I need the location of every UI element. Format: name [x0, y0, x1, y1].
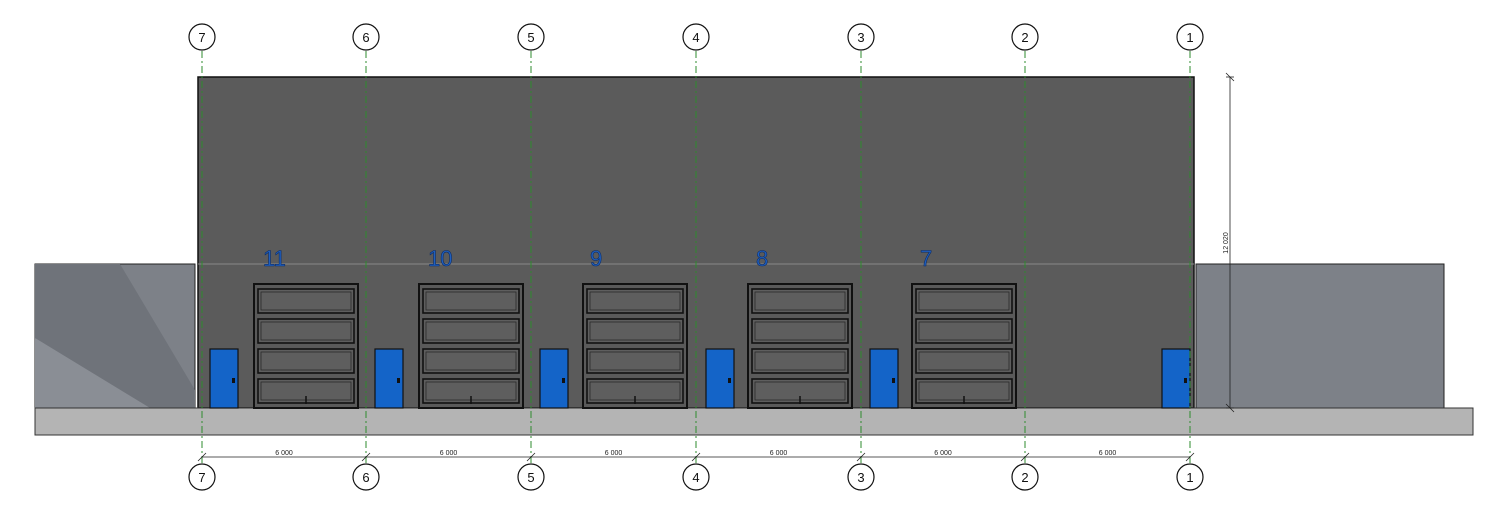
personnel-door	[705, 348, 735, 409]
grid-bubble-label: 7	[198, 30, 205, 45]
personnel-door	[374, 348, 404, 409]
gridline-3: 33	[847, 23, 875, 491]
grid-bubble-bottom-2: 2	[1011, 463, 1039, 491]
grid-bubble-top-7: 7	[188, 23, 216, 51]
grid-bubble-top-5: 5	[517, 23, 545, 51]
gridline-4: 44	[682, 23, 710, 491]
bay-dimension-label: 6 000	[770, 450, 788, 457]
unit-number-10: 10	[428, 246, 452, 271]
grid-bubble-bottom-7: 7	[188, 463, 216, 491]
dimension-tick	[1020, 452, 1030, 462]
gridline-2: 22	[1011, 23, 1039, 491]
overhead-door	[911, 283, 1017, 409]
gridline-7: 77	[188, 23, 216, 491]
grid-bubble-top-4: 4	[682, 23, 710, 51]
bay-dimension-label: 6 000	[275, 450, 293, 457]
personnel-door	[1161, 348, 1191, 409]
grid-bubble-label: 3	[857, 30, 864, 45]
grid-bubble-label: 4	[692, 470, 699, 485]
grid-bubble-bottom-1: 1	[1176, 463, 1204, 491]
grid-bubble-bottom-3: 3	[847, 463, 875, 491]
overhead-doors	[253, 283, 1017, 409]
overhead-door	[747, 283, 853, 409]
bay-dimension-label: 6 000	[605, 450, 623, 457]
overhead-door	[582, 283, 688, 409]
unit-number-9: 9	[590, 246, 602, 271]
dimension-tick	[856, 452, 866, 462]
grid-bubble-label: 4	[692, 30, 699, 45]
grid-bubble-bottom-6: 6	[352, 463, 380, 491]
dimension-tick	[1185, 452, 1195, 462]
right-wing	[1195, 263, 1445, 409]
grid-bubble-label: 5	[527, 470, 534, 485]
bay-dimensions: 6 000 6 000 6 000 6 000 6 000 6 000	[197, 450, 1195, 462]
gridline-6: 66	[352, 23, 380, 491]
grid-bubble-label: 1	[1186, 30, 1193, 45]
personnel-door	[539, 348, 569, 409]
bay-dimension-label: 6 000	[934, 450, 952, 457]
ground-slab	[34, 407, 1474, 436]
height-dimension: 12 020	[1223, 72, 1235, 413]
unit-number-8: 8	[756, 246, 768, 271]
grid-bubble-top-6: 6	[352, 23, 380, 51]
grid-bubble-label: 7	[198, 470, 205, 485]
bay-dimension-label: 6 000	[1099, 450, 1117, 457]
grid-bubble-label: 6	[362, 30, 369, 45]
dimension-tick	[361, 452, 371, 462]
grid-bubble-label: 5	[527, 30, 534, 45]
grid-bubble-label: 6	[362, 470, 369, 485]
personnel-door	[869, 348, 899, 409]
dimension-tick	[526, 452, 536, 462]
grid-bubble-bottom-4: 4	[682, 463, 710, 491]
dimension-tick	[691, 452, 701, 462]
grid-bubble-label: 1	[1186, 470, 1193, 485]
grid-bubble-bottom-5: 5	[517, 463, 545, 491]
left-wing	[34, 263, 196, 409]
grid-bubble-top-1: 1	[1176, 23, 1204, 51]
grid-bubble-label: 3	[857, 470, 864, 485]
unit-number-7: 7	[920, 246, 932, 271]
bay-dimension-label: 6 000	[440, 450, 458, 457]
grid-bubble-top-3: 3	[847, 23, 875, 51]
gridline-5: 55	[517, 23, 545, 491]
grid-bubble-label: 2	[1021, 30, 1028, 45]
personnel-door	[209, 348, 239, 409]
overhead-door	[253, 283, 359, 409]
overhead-door	[418, 283, 524, 409]
grid-bubble-top-2: 2	[1011, 23, 1039, 51]
height-dimension-label: 12 020	[1223, 232, 1230, 254]
unit-number-11: 11	[263, 246, 286, 271]
gridline-1: 11	[1176, 23, 1204, 491]
grid-bubble-label: 2	[1021, 470, 1028, 485]
dimension-tick	[197, 452, 207, 462]
personnel-doors	[209, 348, 1191, 409]
unit-numbers: 11 10 9 8 7	[263, 246, 933, 272]
